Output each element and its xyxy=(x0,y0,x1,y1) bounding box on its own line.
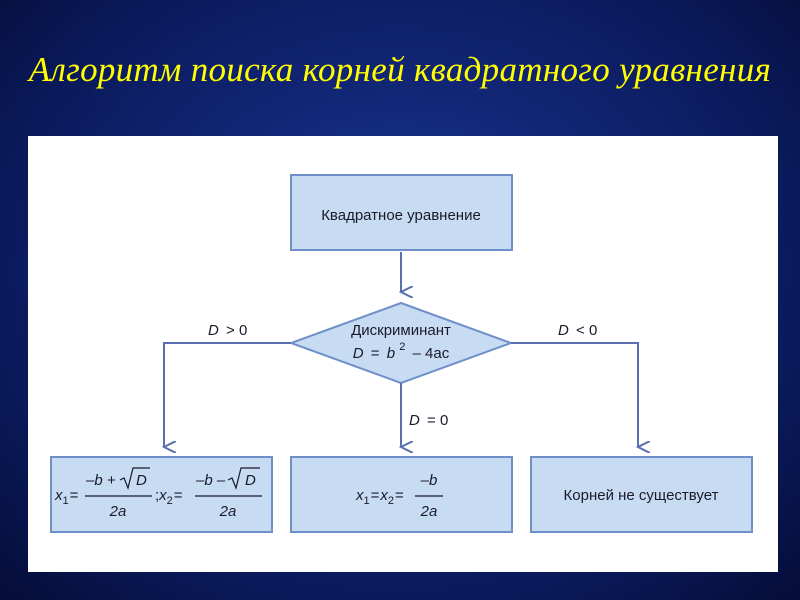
decision-label: Дискриминант xyxy=(351,322,451,339)
svg-text:–b –: –b – xyxy=(195,472,226,489)
svg-text:D: D xyxy=(136,472,147,489)
outcome-no-roots-label: Корней не существует xyxy=(564,487,719,504)
condition-middle: D = 0 xyxy=(409,412,448,429)
svg-text:;x2=: ;x2= xyxy=(155,487,183,507)
start-node xyxy=(290,174,513,251)
one-root-formula: x1=x2= –b 2a xyxy=(355,472,443,520)
svg-text:x1=: x1= xyxy=(54,487,79,507)
diagram-panel: Квадратное уравнение Дискриминант D = b … xyxy=(28,136,778,572)
svg-text:D: D xyxy=(245,472,256,489)
svg-text:2a: 2a xyxy=(219,503,237,520)
discriminant-formula: D = b 2 – 4ac xyxy=(353,337,450,362)
svg-text:2a: 2a xyxy=(109,503,127,520)
flowchart: Квадратное уравнение Дискриминант D = b … xyxy=(50,174,753,533)
condition-right: D < 0 xyxy=(558,322,597,339)
svg-text:2a: 2a xyxy=(420,503,438,520)
condition-left: D > 0 xyxy=(208,322,247,339)
svg-text:–b: –b xyxy=(420,472,438,489)
edge-decision-left xyxy=(164,342,291,447)
svg-text:–b +: –b + xyxy=(85,472,116,489)
edge-decision-right xyxy=(511,342,638,447)
two-roots-formula: x1= –b + D 2a ;x2= –b – D 2a xyxy=(54,467,262,520)
outcome-two-roots xyxy=(50,456,273,533)
start-node-label: Квадратное уравнение xyxy=(321,207,481,224)
slide-title: Алгоритм поиска корней квадратного уравн… xyxy=(28,50,772,89)
outcome-no-roots xyxy=(530,456,753,533)
outcome-one-root xyxy=(290,456,513,533)
svg-text:x1=x2=: x1=x2= xyxy=(355,487,404,507)
